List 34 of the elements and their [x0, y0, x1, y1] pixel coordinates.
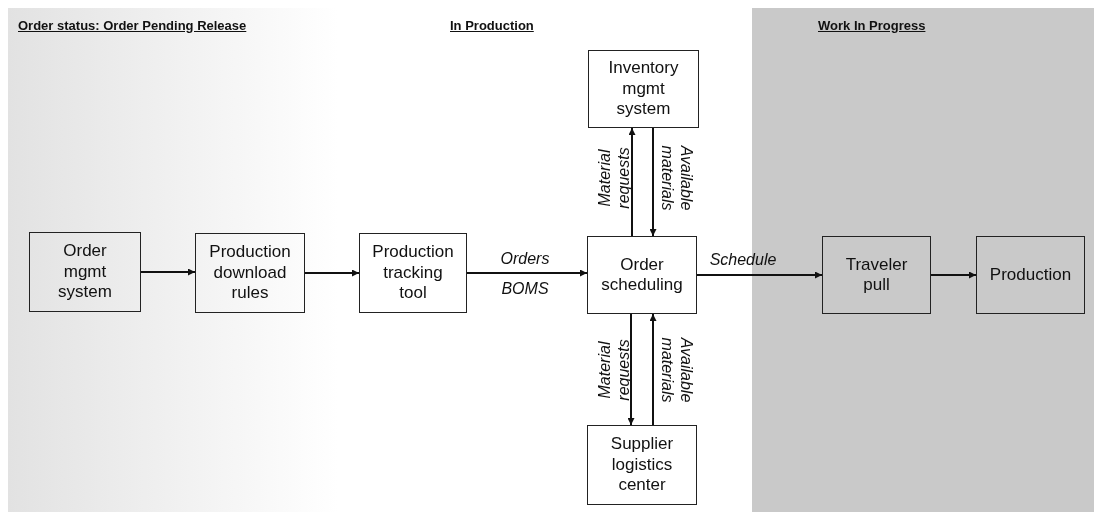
arrow — [649, 313, 657, 426]
process-box — [587, 236, 697, 314]
box-label: Order mgmt system — [57, 241, 113, 303]
process-box — [587, 425, 697, 505]
process-box — [588, 50, 699, 128]
process-box — [195, 233, 305, 313]
box-label: Supplier logistics center — [609, 434, 675, 496]
process-box — [359, 233, 467, 313]
section-heading: Order status: Order Pending Release — [18, 18, 247, 33]
arrow — [649, 127, 657, 237]
edge-label: Schedule — [708, 250, 778, 270]
edge-label: Material requests — [594, 338, 633, 403]
arrow — [696, 271, 823, 279]
arrow — [304, 269, 360, 277]
arrow — [627, 313, 635, 426]
edge-label: Orders BOMS — [499, 248, 551, 299]
box-label: Production — [989, 264, 1072, 286]
edge-label: Available materials — [658, 144, 697, 213]
arrow — [140, 268, 196, 276]
box-label: Production download rules — [208, 242, 292, 304]
process-box — [976, 236, 1085, 314]
section-heading: In Production — [450, 18, 534, 33]
box-label: Order scheduling — [600, 254, 684, 296]
section-heading: Work In Progress — [818, 18, 926, 33]
box-label: Traveler pull — [844, 254, 909, 296]
arrow — [930, 271, 977, 279]
box-label: Inventory mgmt system — [607, 58, 680, 120]
arrow — [628, 127, 636, 237]
edge-label: Available materials — [658, 336, 697, 405]
process-box — [29, 232, 141, 312]
process-box — [822, 236, 931, 314]
arrow — [466, 269, 588, 277]
box-label: Production tracking tool — [371, 242, 455, 304]
edge-label: Material requests — [594, 146, 633, 211]
